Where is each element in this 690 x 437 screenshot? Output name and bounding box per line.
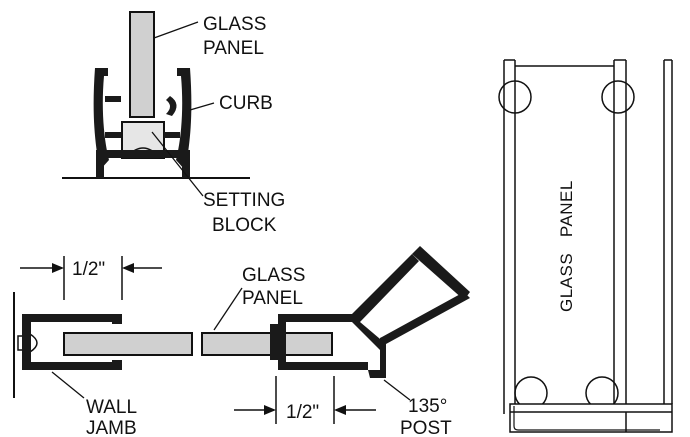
label-dim-right: 1/2" — [286, 402, 319, 423]
curb-right-wall — [176, 68, 192, 170]
label-wall-jamb-2: JAMB — [86, 418, 137, 437]
post-glass-panel — [201, 332, 333, 356]
wall-jamb-channel — [22, 314, 122, 370]
elev-curb — [509, 403, 673, 433]
leader-setting-block — [151, 131, 204, 197]
dim-right-arrow-a — [264, 405, 276, 415]
label-glass-mid-2: PANEL — [242, 288, 303, 309]
post-channel-back — [368, 292, 470, 378]
curb-base — [96, 150, 190, 178]
curb-glass-panel — [129, 11, 155, 118]
post-channel-web — [352, 322, 386, 350]
anchor-head — [29, 333, 38, 353]
leader-curb — [189, 102, 215, 111]
curb-section-detail — [62, 11, 250, 197]
post-135-detail — [201, 246, 470, 424]
label-setting-block-2: BLOCK — [212, 215, 277, 236]
elev-curb-inner — [513, 406, 660, 431]
label-wall-jamb-1: WALL — [86, 397, 137, 418]
wall-jamb-detail — [13, 256, 193, 399]
left-gasket-rib-low — [105, 132, 121, 138]
leader-glass-top — [153, 21, 199, 39]
post-channel-angle — [412, 246, 470, 300]
label-glass-top-1: GLASS — [203, 14, 266, 35]
dim-right-arrow-b — [334, 405, 346, 415]
callout-circle-top-right — [601, 80, 635, 114]
label-glass-panel-vertical: GLASS PANEL — [557, 180, 576, 312]
label-curb: CURB — [219, 93, 273, 114]
leader-post — [383, 379, 411, 401]
post-channel-front — [270, 254, 419, 370]
label-post-2: POST — [400, 418, 452, 437]
curb-left-wall — [93, 68, 109, 170]
label-dim-left: 1/2" — [72, 259, 105, 280]
leader-glass-mid — [213, 287, 243, 331]
leader-wall-jamb — [51, 371, 85, 399]
left-gasket-rib — [105, 96, 121, 102]
right-gasket-rib-low — [164, 132, 180, 138]
callout-circle-top-left — [498, 80, 532, 114]
jamb-glass-panel — [63, 332, 193, 356]
label-setting-block-1: SETTING — [203, 190, 285, 211]
dim-left-arrow-b — [122, 263, 134, 273]
dim-left-arrow-a — [52, 263, 64, 273]
right-gasket-hook — [166, 96, 177, 116]
label-glass-top-2: PANEL — [203, 38, 264, 59]
label-glass-mid-1: GLASS — [242, 265, 305, 286]
elevation-view — [498, 59, 673, 433]
label-post-1: 135° — [408, 396, 447, 417]
